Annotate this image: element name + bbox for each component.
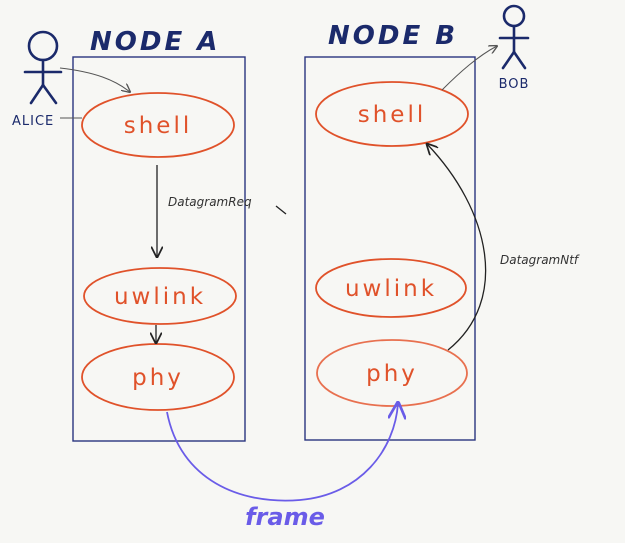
alice-label: ALICE <box>12 114 54 129</box>
node-a-uwlink-label: uwlink <box>114 284 206 310</box>
shell-to-bob-arrow <box>441 46 497 91</box>
datagram-ntf-arrow <box>427 144 487 351</box>
node-a-box <box>72 56 246 442</box>
node-b-uwlink-layer <box>315 258 467 318</box>
datagram-req-label: DatagramReq <box>168 195 252 209</box>
node-b-shell-layer <box>315 81 469 147</box>
datagram-req-tick <box>275 205 287 215</box>
node-a-title: NODE A <box>90 27 220 57</box>
frame-label: frame <box>245 503 325 531</box>
node-b-phy-label: phy <box>366 361 418 387</box>
node-b-title: NODE B <box>328 21 458 51</box>
bob-figure-icon <box>498 4 530 70</box>
alice-figure-icon <box>23 30 63 105</box>
alice-to-shell-arrow <box>59 67 130 92</box>
node-b-box <box>304 56 476 441</box>
frame-arrow <box>166 403 398 502</box>
node-a-uwlink-layer <box>83 267 237 325</box>
datagram-ntf-label: DatagramNtf <box>500 253 580 267</box>
node-b-shell-label: shell <box>358 102 427 128</box>
node-b-uwlink-label: uwlink <box>345 276 437 302</box>
bob-label: BOB <box>499 77 530 92</box>
node-a-phy-label: phy <box>132 365 184 391</box>
node-a-shell-layer <box>81 92 235 158</box>
node-a-shell-label: shell <box>124 113 193 139</box>
